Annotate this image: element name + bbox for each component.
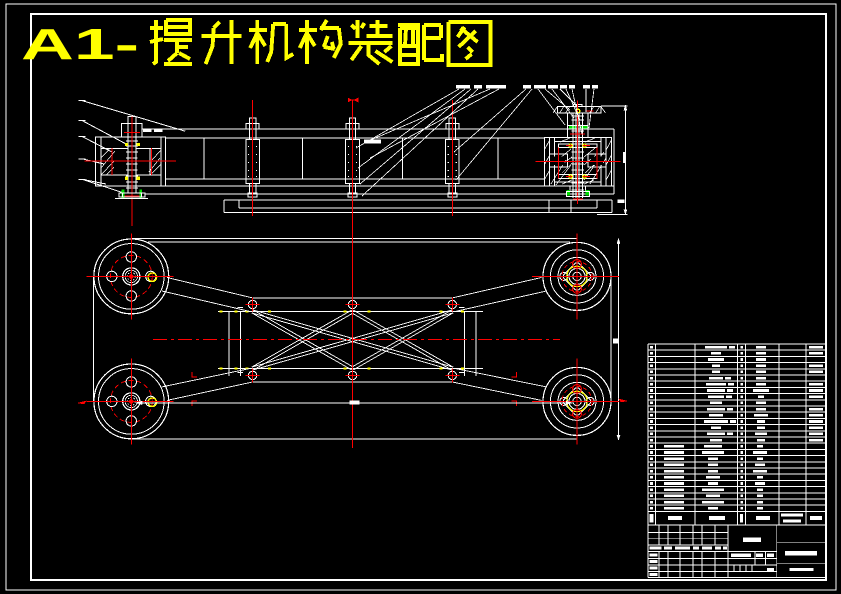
svg-text:A1-: A1- xyxy=(21,20,139,69)
